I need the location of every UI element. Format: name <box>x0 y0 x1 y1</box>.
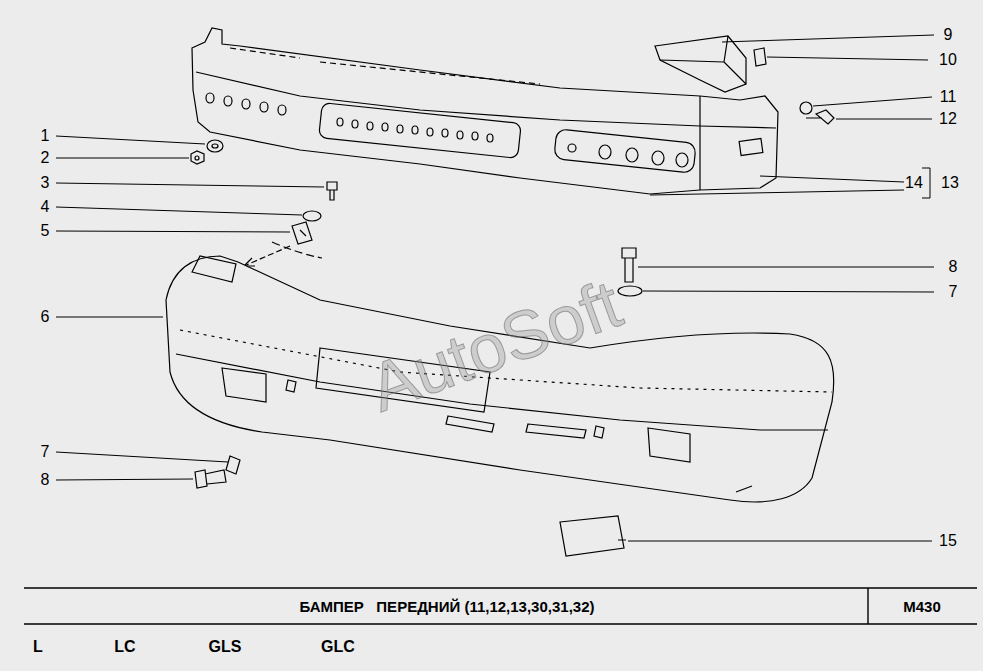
tow-cap <box>560 516 626 556</box>
fog-opening <box>222 368 266 402</box>
fog-opening <box>648 428 690 462</box>
callout-number: 3 <box>41 175 50 191</box>
clip <box>754 48 766 66</box>
bumper-beam <box>192 28 778 194</box>
callout-number: 4 <box>41 199 50 215</box>
bolt <box>327 182 337 200</box>
callout-number: 14 <box>905 175 923 191</box>
clip <box>292 222 312 244</box>
guide-arrow <box>244 246 290 266</box>
callout-number: 6 <box>41 309 50 325</box>
beam-rib <box>230 48 540 84</box>
trim-level: GLC <box>321 639 355 655</box>
side-bracket <box>655 36 746 92</box>
washer <box>800 102 812 114</box>
washer <box>618 286 642 296</box>
beam-holes <box>206 93 763 173</box>
trim-level: LC <box>114 639 135 655</box>
title-frame <box>24 588 977 624</box>
callout-number: 10 <box>939 52 957 68</box>
cover-slot <box>192 256 236 282</box>
callout-number: 9 <box>944 27 953 43</box>
diagram-title: БАМПЕР ПЕРЕДНИЙ (11,12,13,30,31,32) <box>300 599 595 614</box>
trim-level: GLS <box>209 639 242 655</box>
bolt <box>195 470 226 488</box>
callout-number: 7 <box>949 284 958 300</box>
bumper-cover <box>166 256 834 502</box>
callout-number: 2 <box>41 150 50 166</box>
callout-number: 8 <box>41 472 50 488</box>
callout-number: 12 <box>939 111 957 127</box>
side-bracket-edge <box>660 36 746 84</box>
beam-edge <box>699 96 700 190</box>
washer <box>303 211 321 221</box>
callout-number: 5 <box>41 223 50 239</box>
bolt <box>622 248 636 282</box>
trim-level: L <box>33 639 43 655</box>
bolt <box>806 110 834 124</box>
washer <box>226 456 240 474</box>
callout-number: 7 <box>41 444 50 460</box>
guide-arrowhead <box>244 258 255 266</box>
callout-number: 15 <box>939 533 957 549</box>
cover-edge <box>736 486 752 492</box>
callout-number: 11 <box>940 89 957 105</box>
callout-number: 13 <box>941 175 959 191</box>
leader-lines <box>56 35 934 541</box>
catalog-code: M430 <box>903 599 941 614</box>
beam-recess <box>319 103 522 159</box>
callout-number: 8 <box>949 259 958 275</box>
callout-number: 1 <box>41 128 50 144</box>
washer <box>207 140 223 152</box>
nut <box>191 151 204 164</box>
